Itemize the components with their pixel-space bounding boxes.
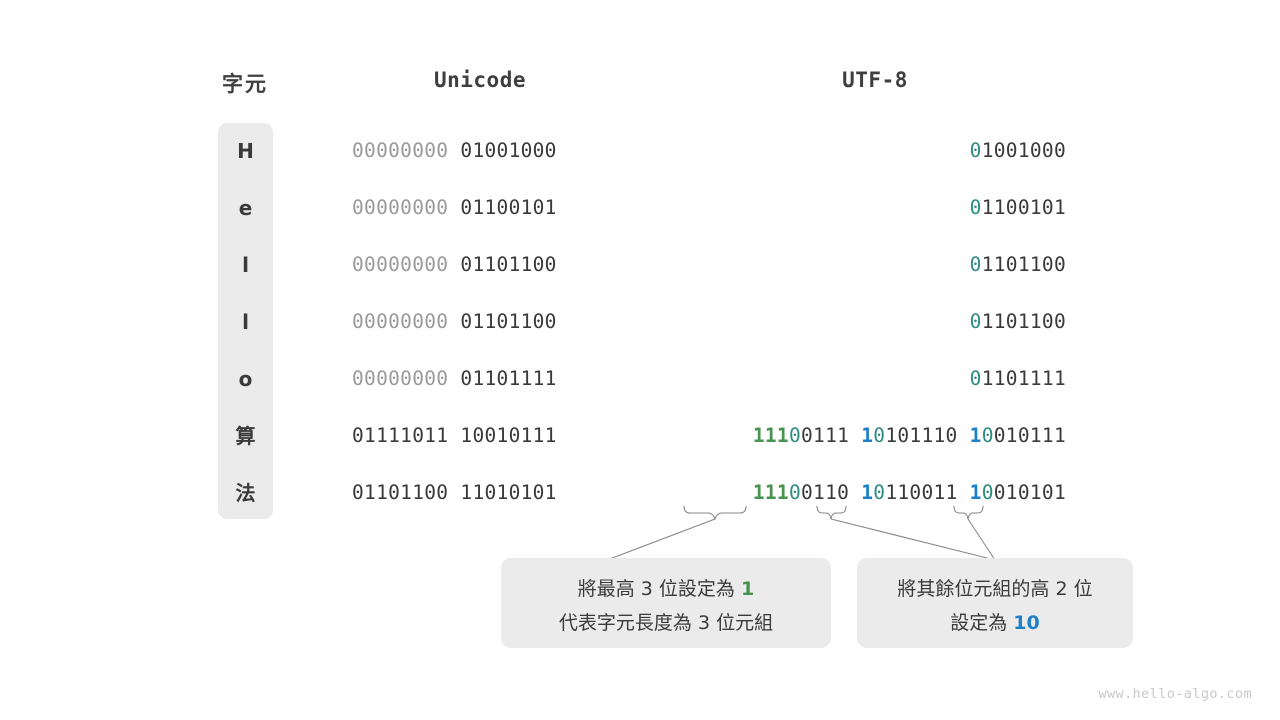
utf8-byte: 01001000	[970, 139, 1066, 162]
utf8-payload-bits: 0111	[800, 424, 850, 447]
utf8-payload-bits: 010101	[993, 481, 1066, 504]
unicode-bits: 00000000 01101111	[352, 364, 557, 394]
callout-left-line1: 將最高 3 位設定為 1	[519, 572, 813, 606]
utf8-payload-bits: 1101100	[981, 253, 1066, 276]
utf8-byte: 01101100	[970, 310, 1066, 333]
unicode-high-byte: 00000000	[352, 139, 449, 162]
utf8-marker-bits: 0	[969, 253, 982, 276]
character-cell: H	[237, 139, 254, 163]
utf8-byte: 11100110	[753, 481, 849, 504]
utf8-payload-bits: 1101100	[981, 310, 1066, 333]
utf8-marker-bits: 1	[969, 424, 982, 447]
utf8-byte: 01101100	[970, 253, 1066, 276]
utf8-marker-bits: 111	[752, 481, 789, 504]
character-cell: l	[242, 310, 249, 334]
character-column-panel	[218, 123, 273, 519]
utf8-marker-zero-bit: 0	[788, 424, 801, 447]
utf8-marker-bits: 111	[752, 424, 789, 447]
utf8-byte: 10110011	[861, 481, 957, 504]
callout-right-line2: 設定為 10	[875, 606, 1115, 640]
unicode-high-byte: 00000000	[352, 253, 449, 276]
callout-left-marker: 1	[740, 578, 755, 600]
utf8-marker-bits: 0	[969, 196, 982, 219]
utf8-payload-bits: 1100101	[981, 196, 1066, 219]
unicode-bits: 01111011 10010111	[352, 421, 557, 451]
utf8-payload-bits: 010111	[993, 424, 1066, 447]
character-cell: 算	[235, 424, 256, 448]
unicode-bits: 00000000 01101100	[352, 250, 557, 280]
unicode-high-byte: 01101100	[352, 481, 449, 504]
utf8-marker-bits: 0	[969, 310, 982, 333]
callout-right-marker: 10	[1013, 612, 1040, 634]
unicode-high-byte: 01111011	[352, 424, 449, 447]
unicode-bits: 00000000 01101100	[352, 307, 557, 337]
utf8-marker-bits: 0	[969, 139, 982, 162]
utf8-byte: 01101111	[970, 367, 1066, 390]
character-cell: e	[238, 196, 253, 220]
column-header-character: 字元	[222, 72, 268, 96]
unicode-low-byte: 01101111	[460, 367, 557, 390]
utf8-marker-zero-bit: 0	[873, 424, 886, 447]
site-watermark: www.hello-algo.com	[1098, 686, 1252, 702]
utf8-byte: 01100101	[970, 196, 1066, 219]
callout-left-line1-text: 將最高 3 位設定為	[577, 578, 741, 600]
utf8-bits: 01101100	[970, 307, 1066, 337]
utf8-bits: 01101111	[970, 364, 1066, 394]
unicode-high-byte: 00000000	[352, 196, 449, 219]
utf8-payload-bits: 101110	[885, 424, 958, 447]
character-cell: o	[238, 367, 253, 391]
utf8-payload-bits: 1001000	[981, 139, 1066, 162]
unicode-low-byte: 01001000	[460, 139, 557, 162]
utf8-byte: 10010111	[970, 424, 1066, 447]
utf8-marker-zero-bit: 0	[788, 481, 801, 504]
utf8-bits: 01101100	[970, 250, 1066, 280]
unicode-high-byte: 00000000	[352, 310, 449, 333]
callout-right-line2-text: 設定為	[950, 612, 1014, 634]
unicode-bits: 00000000 01100101	[352, 193, 557, 223]
unicode-bits: 01101100 11010101	[352, 478, 557, 508]
column-header-utf8: UTF-8	[842, 68, 908, 92]
character-cell: 法	[235, 481, 256, 505]
utf8-byte: 10101110	[861, 424, 957, 447]
callout-continuation-marker: 將其餘位元組的高 2 位 設定為 10	[857, 558, 1133, 648]
utf8-payload-bits: 0110	[800, 481, 850, 504]
unicode-low-byte: 01101100	[460, 253, 557, 276]
callout-length-marker: 將最高 3 位設定為 1 代表字元長度為 3 位元組	[501, 558, 831, 648]
utf8-marker-bits: 0	[969, 367, 982, 390]
unicode-low-byte: 11010101	[460, 481, 557, 504]
utf8-marker-zero-bit: 0	[981, 424, 994, 447]
unicode-bits: 00000000 01001000	[352, 136, 557, 166]
utf8-payload-bits: 110011	[885, 481, 958, 504]
utf8-bits: 01001000	[970, 136, 1066, 166]
unicode-low-byte: 01100101	[460, 196, 557, 219]
utf8-marker-zero-bit: 0	[981, 481, 994, 504]
unicode-low-byte: 01101100	[460, 310, 557, 333]
utf8-byte: 11100111	[753, 424, 849, 447]
unicode-low-byte: 10010111	[460, 424, 557, 447]
utf8-marker-bits: 1	[969, 481, 982, 504]
unicode-high-byte: 00000000	[352, 367, 449, 390]
column-header-unicode: Unicode	[433, 68, 526, 92]
character-cell: l	[242, 253, 249, 277]
utf8-marker-zero-bit: 0	[873, 481, 886, 504]
utf8-marker-bits: 1	[861, 481, 874, 504]
utf8-payload-bits: 1101111	[981, 367, 1066, 390]
utf8-byte: 10010101	[970, 481, 1066, 504]
utf8-marker-bits: 1	[861, 424, 874, 447]
callout-right-line1: 將其餘位元組的高 2 位	[897, 578, 1093, 600]
callout-left-line2: 代表字元長度為 3 位元組	[558, 612, 774, 634]
utf8-bits: 01100101	[970, 193, 1066, 223]
